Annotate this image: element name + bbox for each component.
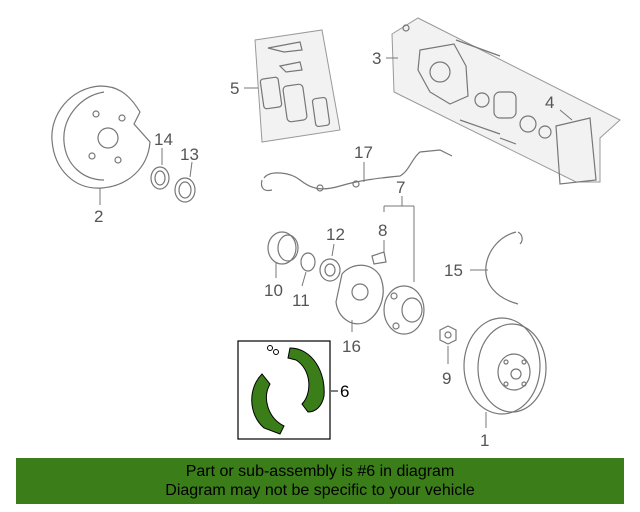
part-14-seal <box>150 148 170 190</box>
callout-15: 15 <box>444 261 463 280</box>
part-17-abs-sensor <box>260 149 453 192</box>
part-3-caliper <box>386 17 621 185</box>
callout-6: 6 <box>340 382 349 401</box>
callout-17: 17 <box>354 143 373 162</box>
callout-5: 5 <box>230 79 239 98</box>
callout-14: 14 <box>154 130 173 149</box>
banner-line-2: Diagram may not be specific to your vehi… <box>165 482 475 499</box>
part-11-snap-ring <box>300 252 316 287</box>
part-10-bearing <box>267 231 299 278</box>
part-8-hub-bolt <box>371 240 387 265</box>
part-2-backing-plate <box>51 85 151 205</box>
highlight-banner: Part or sub-assembly is #6 in diagram Di… <box>16 458 624 504</box>
callout-8: 8 <box>378 221 387 240</box>
part-1-brake-rotor <box>463 317 547 428</box>
callout-3: 3 <box>372 49 381 68</box>
part-13-bearing <box>174 161 196 203</box>
part-9-nut <box>439 325 457 364</box>
callout-16: 16 <box>342 337 361 356</box>
callout-12: 12 <box>326 225 345 244</box>
part-6-parking-brake-shoes <box>237 340 338 440</box>
callout-7: 7 <box>396 178 405 197</box>
callout-4: 4 <box>545 93 554 112</box>
part-4-caliper-bracket <box>559 109 573 121</box>
banner-line-1: Part or sub-assembly is #6 in diagram <box>185 463 455 480</box>
callout-11: 11 <box>292 291 310 310</box>
callout-13: 13 <box>180 145 199 164</box>
callout-10: 10 <box>264 281 283 300</box>
part-7-hub <box>383 285 425 335</box>
part-5-brake-pads <box>244 29 341 143</box>
part-16-backing-plate <box>335 264 384 332</box>
callout-9: 9 <box>442 369 451 388</box>
part-12-seal <box>319 243 341 282</box>
part-15-brake-cable <box>470 231 523 305</box>
part-7-hub-bearing-leader <box>383 196 415 282</box>
callout-2: 2 <box>94 207 103 226</box>
callout-1: 1 <box>480 431 489 450</box>
